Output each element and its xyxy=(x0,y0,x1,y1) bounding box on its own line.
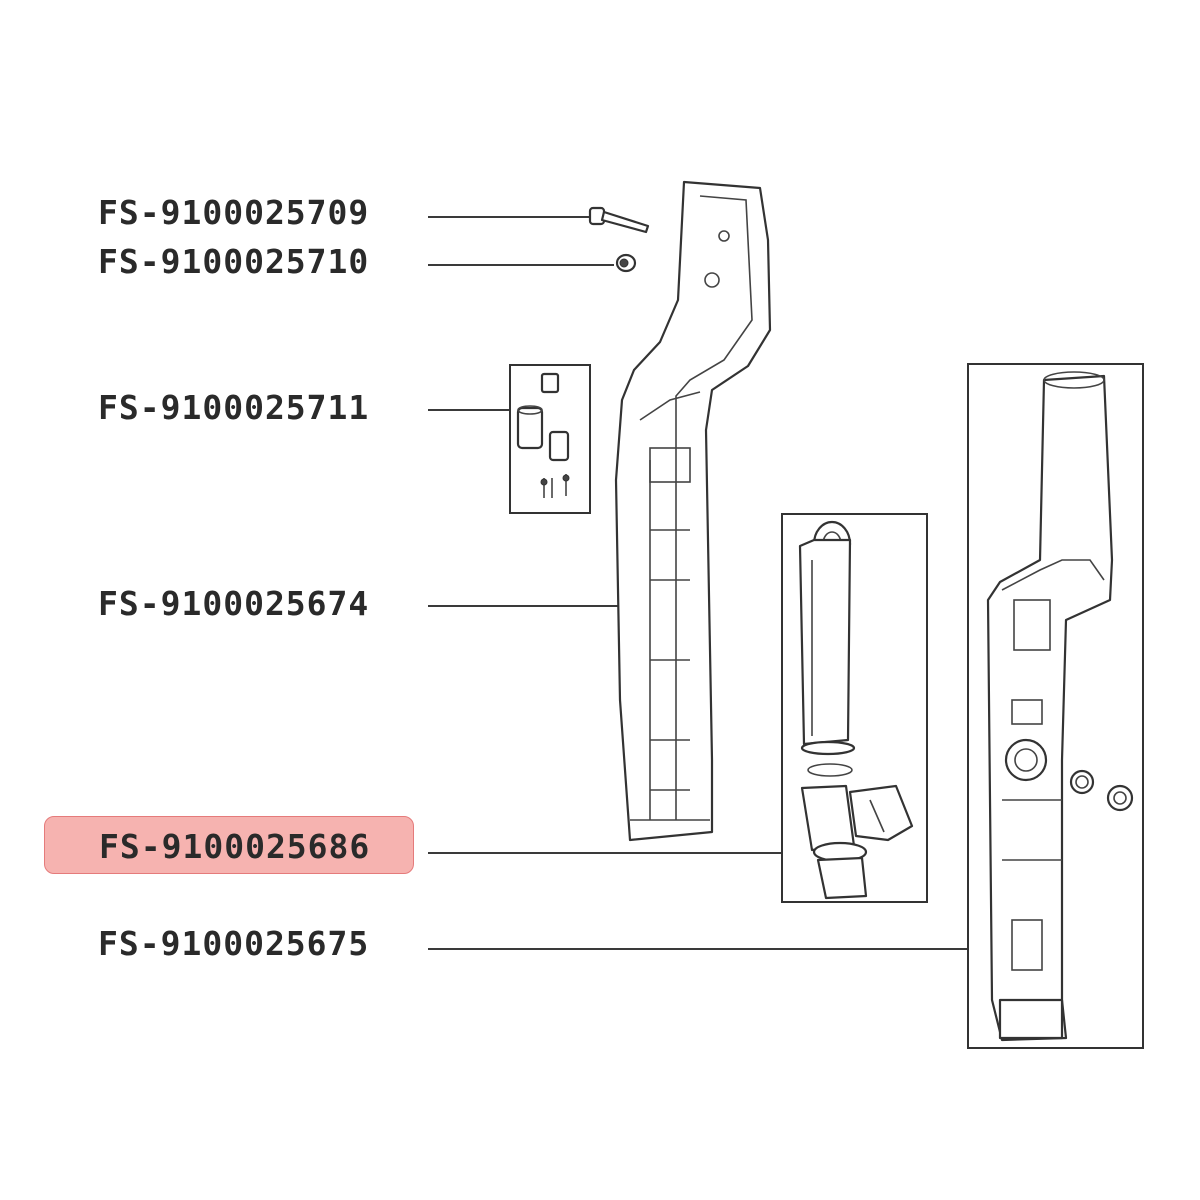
part-label-nut[interactable]: FS-9100025710 xyxy=(98,242,370,281)
part-label-handle-front[interactable]: FS-9100025674 xyxy=(98,584,370,623)
part-label-hose-assembly-highlighted[interactable]: FS-9100025686 xyxy=(44,816,414,874)
leader-line-hose-assembly xyxy=(428,850,783,854)
handle-rear-shell xyxy=(967,363,1144,1049)
screw-part xyxy=(588,206,650,234)
handle-front-shell xyxy=(614,180,772,842)
part-label-small-parts-kit[interactable]: FS-9100025711 xyxy=(98,388,370,427)
small-parts-kit xyxy=(509,364,591,514)
nut-part xyxy=(615,253,637,273)
part-label-handle-rear[interactable]: FS-9100025675 xyxy=(98,924,370,963)
part-label-screw[interactable]: FS-9100025709 xyxy=(98,193,370,232)
hose-assembly xyxy=(781,513,928,903)
